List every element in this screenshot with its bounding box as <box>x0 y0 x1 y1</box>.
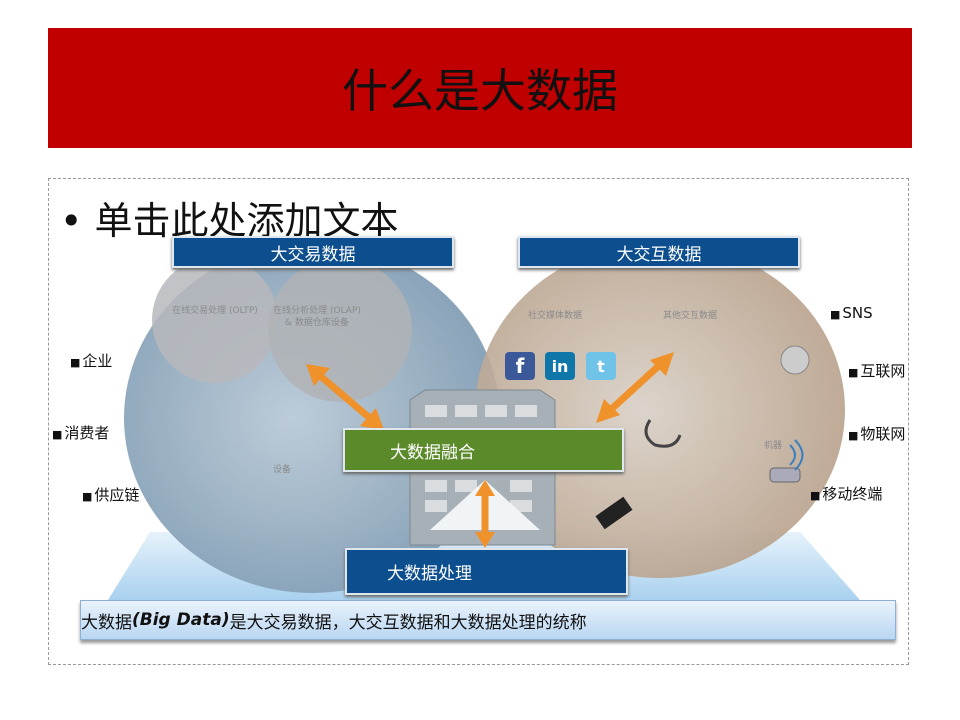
caption-pre: 大数据 <box>81 612 132 633</box>
label-mobile: 移动终端 <box>810 483 882 504</box>
caption-post: 是大交易数据，大交互数据和大数据处理的统称 <box>229 612 587 633</box>
label-iot: 物联网 <box>848 423 905 444</box>
oltp-circle <box>152 257 278 383</box>
other-label: 其他交互数据 <box>662 311 717 321</box>
wifi-icon <box>789 439 804 471</box>
fusion-box: 大数据融合 <box>343 428 624 472</box>
arrows <box>306 352 674 548</box>
device-label: 设备 <box>272 465 291 475</box>
caption-em: (Big Data) <box>132 610 230 630</box>
globe-icon <box>780 345 810 375</box>
label-sns: SNS <box>830 304 872 322</box>
bullet-label: 单击此处添加文本 <box>94 199 399 243</box>
facebook-icon: f <box>505 352 535 380</box>
bullet-text[interactable]: • 单击此处添加文本 <box>60 199 399 243</box>
processing-box: 大数据处理 <box>345 548 628 595</box>
olap-label: 在线分析处理 (OLAP) & 数据仓库设备 <box>273 306 361 328</box>
content-placeholder[interactable] <box>48 178 909 665</box>
label-enterprise: 企业 <box>70 350 112 371</box>
title-bar: 什么是大数据 <box>48 28 912 148</box>
slide-title: 什么是大数据 <box>342 64 618 118</box>
oltp-label: 在线交易处理 (OLTP) <box>172 306 258 316</box>
right-circle <box>475 242 845 578</box>
linkedin-icon: in <box>545 352 575 380</box>
right-header: 大交互数据 <box>518 236 800 268</box>
label-internet: 互联网 <box>848 360 905 381</box>
machine-label: 机器 <box>763 441 782 451</box>
stethoscope-icon <box>644 419 682 448</box>
router-icon <box>769 467 801 483</box>
caption-bar: 大数据(Big Data)是大交易数据，大交互数据和大数据处理的统称 <box>80 600 896 640</box>
twitter-icon: t <box>586 352 616 380</box>
label-consumer: 消费者 <box>52 422 109 443</box>
olap-circle <box>268 258 412 402</box>
left-header: 大交易数据 <box>172 236 454 268</box>
label-supply-chain: 供应链 <box>82 484 139 505</box>
social-label: 社交媒体数据 <box>527 311 582 321</box>
rfid-tag-icon <box>595 496 633 530</box>
